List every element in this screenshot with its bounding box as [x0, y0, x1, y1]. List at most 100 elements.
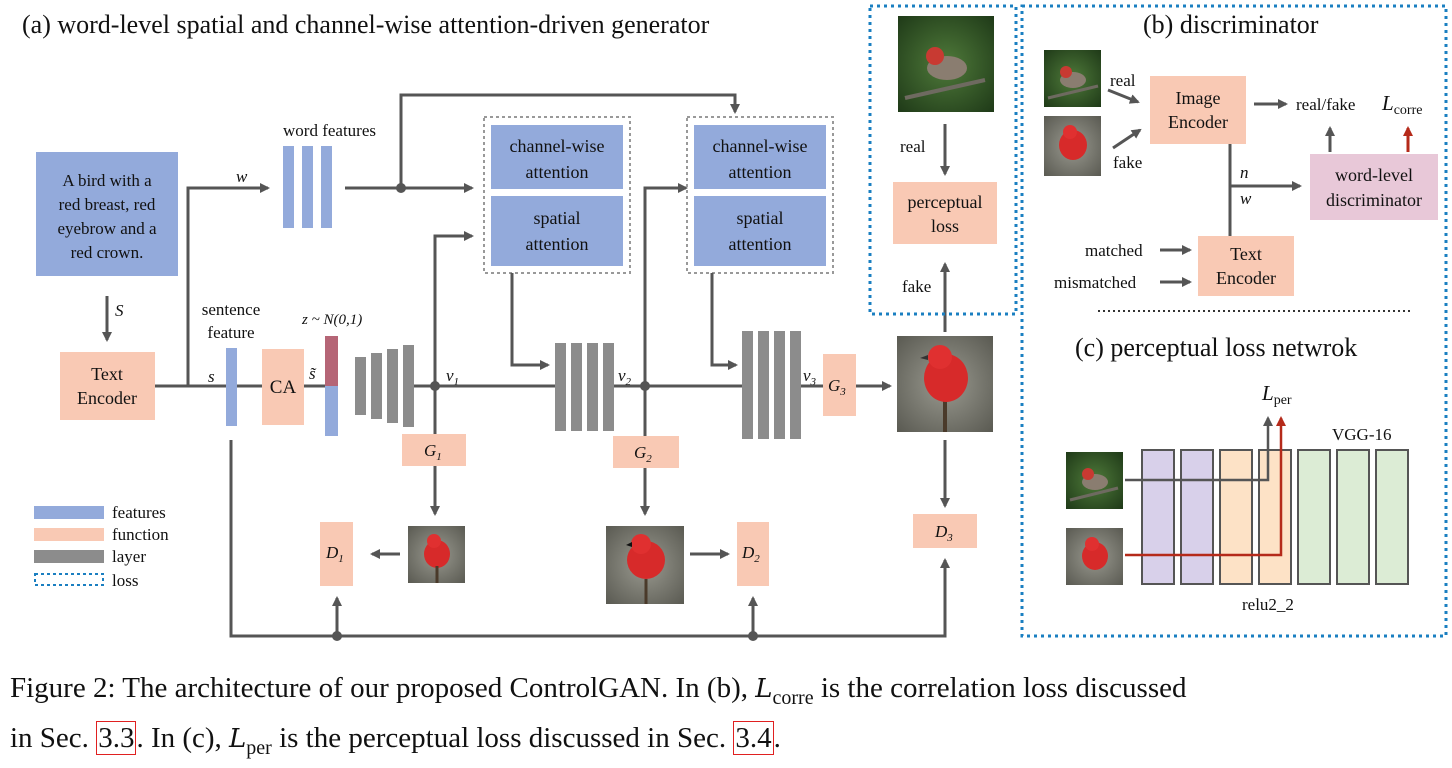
panel-bc-container [1020, 4, 1448, 638]
d1-label: D1 [325, 543, 344, 565]
word-feature-bar-2 [302, 146, 313, 228]
fake-bird-image-b [1044, 116, 1101, 176]
stage3-layer-3 [774, 331, 785, 439]
s-small-label: s [208, 367, 215, 386]
sentence-feature-label-1: sentence [202, 300, 261, 319]
sentence-feature-bar [226, 348, 237, 426]
input-text-line-3: eyebrow and a [57, 219, 157, 238]
g1-box [402, 434, 466, 466]
w-label-b: w [1240, 189, 1252, 208]
word-features-label: word features [283, 121, 376, 140]
caption-line-1: Figure 2: The architecture of our propos… [10, 672, 1187, 709]
spatial-attention-2-line-2: attention [729, 234, 792, 254]
architecture-diagram: (a) word-level spatial and channel-wise … [22, 4, 1448, 641]
n-label: n [1240, 163, 1249, 182]
channel-attention-2-line-2: attention [729, 162, 792, 182]
stage2-layer-2 [571, 343, 582, 431]
z-noise-label: z ~ N(0,1) [301, 312, 362, 328]
input-text-line-4: red crown. [71, 243, 144, 262]
word-feature-bar-1 [283, 146, 294, 228]
text-encoder-b-box [1198, 236, 1294, 296]
s-tilde-label: s̃ [309, 364, 317, 383]
l-per-label: Lper [1261, 381, 1292, 408]
spatial-attention-1-line-2: attention [526, 234, 589, 254]
text-encoder-a [60, 352, 155, 420]
spatial-attention-1-line-1: spatial [534, 208, 581, 228]
input-text-line-1: A bird with a [62, 171, 152, 190]
sentence-feature-label-2: feature [207, 323, 254, 342]
v1-to-attn1-line [433, 231, 474, 386]
spatial-attention-2 [694, 196, 826, 266]
legend-features-swatch [34, 506, 104, 519]
channel-attention-1-line-2: attention [526, 162, 589, 182]
legend-function-swatch [34, 528, 104, 541]
ca-box [262, 349, 304, 425]
text-encoder-b-line-2: Encoder [1216, 268, 1276, 288]
word-feature-bar-3 [321, 146, 332, 228]
relu-label: relu2_2 [1242, 595, 1294, 614]
d2-label: D2 [741, 543, 760, 565]
word-branch-line [186, 183, 270, 386]
vgg-block-2 [1180, 449, 1214, 585]
d2-box [737, 522, 769, 586]
vgg-block-7 [1375, 449, 1409, 585]
text-encoder-b-line-1: Text [1230, 244, 1262, 264]
word-to-attn2-line [399, 93, 740, 188]
real-fake-label: real/fake [1296, 95, 1355, 114]
stage2-layer-3 [587, 343, 598, 431]
stage3-layer-1 [742, 331, 753, 439]
noise-bar [325, 336, 338, 386]
text-encoder-a-line-1: Text [91, 364, 123, 384]
generated-bird-image-3 [897, 336, 993, 432]
perceptual-fake-label: fake [902, 277, 931, 296]
l-corre-label: Lcorre [1381, 91, 1422, 118]
attn1-out-line [510, 273, 550, 370]
legend-loss-swatch [34, 573, 104, 586]
perceptual-loss-box [893, 182, 997, 244]
real-bird-image-b [1044, 50, 1101, 107]
panel-a-title: (a) word-level spatial and channel-wise … [22, 10, 710, 39]
word-level-disc-line-2: discriminator [1326, 190, 1422, 210]
channel-attention-2 [694, 125, 826, 189]
vgg-block-3 [1219, 449, 1253, 585]
spatial-attention-2-line-1: spatial [737, 208, 784, 228]
sentence-loop-line [229, 440, 950, 638]
init-layer-2 [371, 353, 382, 419]
text-encoder-a-line-2: Encoder [77, 388, 137, 408]
legend-function-label: function [112, 525, 169, 544]
v2-label: v2 [618, 366, 632, 388]
perceptual-loss-container [868, 4, 1018, 316]
matched-label: matched [1085, 241, 1143, 260]
vgg-block-4 [1258, 449, 1292, 585]
fake-feature-path [1125, 416, 1286, 557]
stage3-layer-2 [758, 331, 769, 439]
attention-block-2 [686, 116, 834, 274]
g1-label: G1 [424, 441, 442, 463]
channel-attention-2-line-1: channel-wise [713, 136, 808, 156]
panel-b-title: (b) discriminator [1143, 10, 1319, 39]
ref-link-3-4[interactable]: 3.4 [733, 720, 774, 755]
v1-label: v1 [446, 366, 459, 388]
g2-box [613, 436, 679, 468]
image-encoder-line-2: Encoder [1168, 112, 1228, 132]
legend-loss-label: loss [112, 571, 138, 590]
disc-real-label: real [1110, 71, 1136, 90]
real-bird-image-c [1066, 452, 1123, 509]
perceptual-real-label: real [900, 137, 926, 156]
stage2-layer-4 [603, 343, 614, 431]
attn2-out-line [710, 273, 738, 370]
g3-label: G3 [828, 376, 846, 398]
legend-layer-label: layer [112, 547, 146, 566]
word-level-disc-line-1: word-level [1335, 165, 1413, 185]
image-encoder-line-1: Image [1176, 88, 1221, 108]
stage3-layer-4 [790, 331, 801, 439]
channel-attention-1 [491, 125, 623, 189]
ca-label: CA [270, 377, 297, 398]
word-level-discriminator-box [1310, 154, 1438, 220]
panel-c-title: (c) perceptual loss netwrok [1075, 333, 1357, 362]
g3-box [823, 354, 856, 416]
vgg-label: VGG-16 [1332, 425, 1392, 444]
ref-link-3-3[interactable]: 3.3 [96, 720, 137, 755]
figure-caption: Figure 2: The architecture of our propos… [10, 668, 1450, 768]
d3-label: D3 [934, 522, 953, 544]
